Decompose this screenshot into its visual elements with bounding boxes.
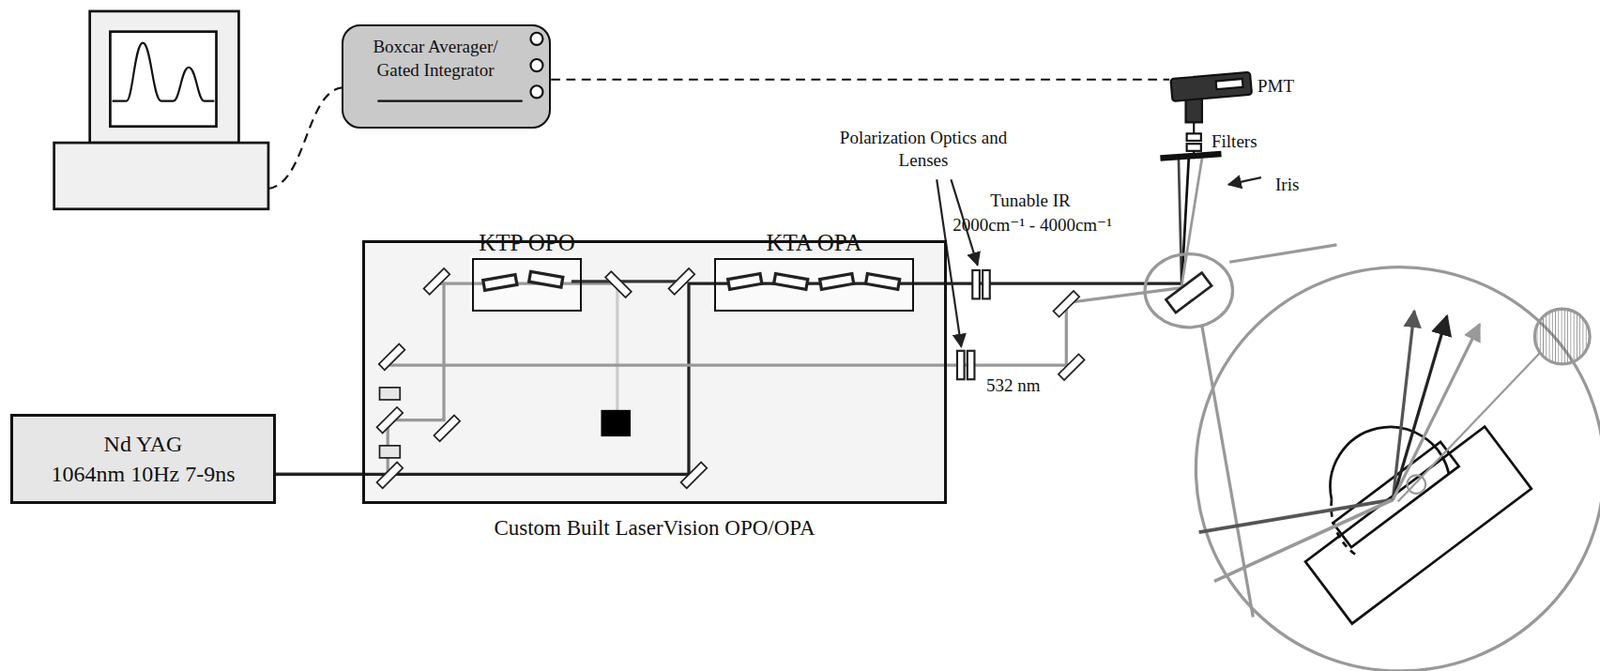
crystal-stage-box: KTA OPA	[714, 258, 915, 312]
laser-box: Nd YAG1064nm 10Hz 7-9ns	[10, 413, 276, 504]
computer	[54, 11, 269, 210]
part-label: Polarization Optics and Lenses	[839, 126, 1008, 172]
node-text: KTP OPO	[436, 229, 618, 257]
part-label: Filters	[1211, 130, 1258, 153]
detector-label: PMT	[1257, 75, 1295, 98]
housing-box: Custom Built LaserVision OPO/OPAKTP OPOK…	[362, 240, 947, 504]
node-text: 1064nm 10Hz 7-9ns	[51, 458, 236, 489]
part-label: Iris	[1275, 173, 1299, 197]
beam-label: Tunable IR	[990, 189, 1070, 213]
node-text: Boxcar Averager/ Gated Integrator	[356, 35, 515, 82]
instrument-box: Boxcar Averager/ Gated Integrator	[341, 24, 551, 129]
node-text: Nd YAG	[104, 428, 183, 459]
range-label: 2000cm⁻¹ - 4000cm⁻¹	[952, 213, 1113, 237]
wavelength-label: 532 nm	[986, 374, 1041, 397]
zoom-detail	[1199, 308, 1590, 624]
node-text: KTA OPA	[678, 229, 950, 257]
beam-connector	[275, 472, 363, 476]
node-text: Custom Built LaserVision OPO/OPA	[365, 516, 945, 541]
crystal-stage-box: KTP OPO	[472, 258, 582, 312]
